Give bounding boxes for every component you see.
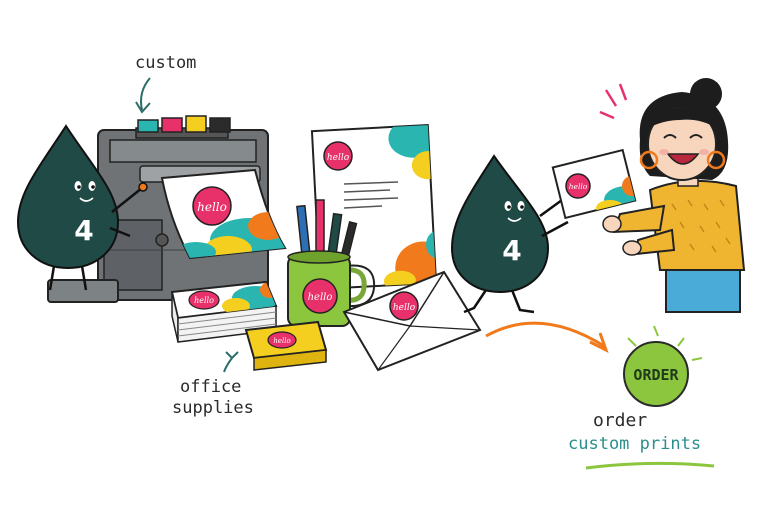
mascot-number-right: 4 (502, 234, 521, 267)
order-badge-label: ORDER (633, 366, 679, 384)
letterhead-hello-logo: hello (327, 153, 350, 163)
ink-drop-mascot-left: 4 (16, 124, 148, 291)
black-ink-cartridge (209, 117, 231, 133)
magenta-ink-cartridge (161, 117, 183, 133)
office-label-line2: supplies (172, 398, 254, 418)
ink-drop-mascot-right: 4 (450, 154, 569, 314)
custom-arrow (140, 77, 151, 111)
hair-bun (690, 78, 722, 110)
greeting-card-hello-logo: hello (569, 182, 588, 191)
pen-mug: hello (287, 199, 376, 327)
order-underline (585, 461, 715, 470)
order-arrow (485, 321, 605, 348)
card-stack-hello-logo: hello (194, 296, 214, 305)
sheet-hello-logo: hello (197, 200, 227, 214)
printer-base (47, 279, 119, 303)
custom-label: custom (135, 53, 196, 73)
order-badge: ORDER (623, 325, 703, 407)
office-label-line1: office (180, 377, 241, 397)
custom-arrow-head (135, 101, 151, 114)
cyan-ink-cartridge (137, 119, 159, 133)
office-arrow-head (225, 351, 239, 360)
office-arrow (223, 357, 233, 373)
sticky-note-pad: hello (244, 320, 328, 371)
happy-customer (599, 78, 746, 313)
mug-hello-logo: hello (308, 292, 333, 303)
order-label-line2: custom prints (568, 434, 701, 454)
yellow-ink-cartridge (185, 115, 207, 133)
sticky-hello-logo: hello (273, 337, 290, 345)
order-arrow-head (589, 332, 609, 354)
order-label-line1: order (593, 410, 647, 431)
greeting-card: hello (551, 148, 637, 220)
mascot-number-left: 4 (74, 214, 93, 247)
envelope: hello (342, 270, 482, 372)
envelope-hello-logo: hello (393, 303, 416, 313)
